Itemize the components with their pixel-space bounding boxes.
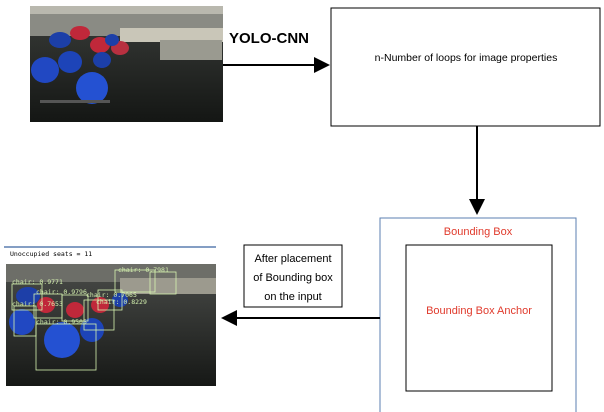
detection-label: chair: 0.9771 bbox=[12, 278, 63, 286]
bounding-box-label: Bounding Box bbox=[443, 226, 513, 238]
bounding-box-anchor-label: Bounding Box Anchor bbox=[426, 305, 532, 317]
output-photo bbox=[4, 246, 216, 386]
note-box-text: After placement of Bounding box on the i… bbox=[244, 250, 342, 307]
detection-label: chair: 0.7653 bbox=[12, 300, 63, 308]
note-line-3: on the input bbox=[264, 291, 322, 303]
detection-label: chair: 0.8229 bbox=[96, 298, 147, 306]
detection-label: chair: 0.9796 bbox=[36, 288, 87, 296]
bounding-box-anchor-frame bbox=[405, 244, 553, 392]
process-box bbox=[330, 7, 601, 127]
note-box bbox=[243, 244, 343, 308]
note-line-2: of Bounding box bbox=[253, 272, 333, 284]
input-photo bbox=[30, 6, 223, 122]
detection-label: chair: 0.7065 bbox=[86, 291, 137, 299]
bounding-box-frame bbox=[379, 217, 577, 412]
unoccupied-seats-header: Unoccupied seats = 11 bbox=[10, 250, 93, 258]
yolo-cnn-label: YOLO-CNN bbox=[229, 30, 309, 47]
process-box-label: n-Number of loops for image properties bbox=[374, 52, 558, 64]
note-line-1: After placement bbox=[254, 253, 332, 265]
detection-label: chair: 0.9505 bbox=[36, 318, 87, 326]
detection-label: chair: 0.7981 bbox=[118, 266, 169, 274]
